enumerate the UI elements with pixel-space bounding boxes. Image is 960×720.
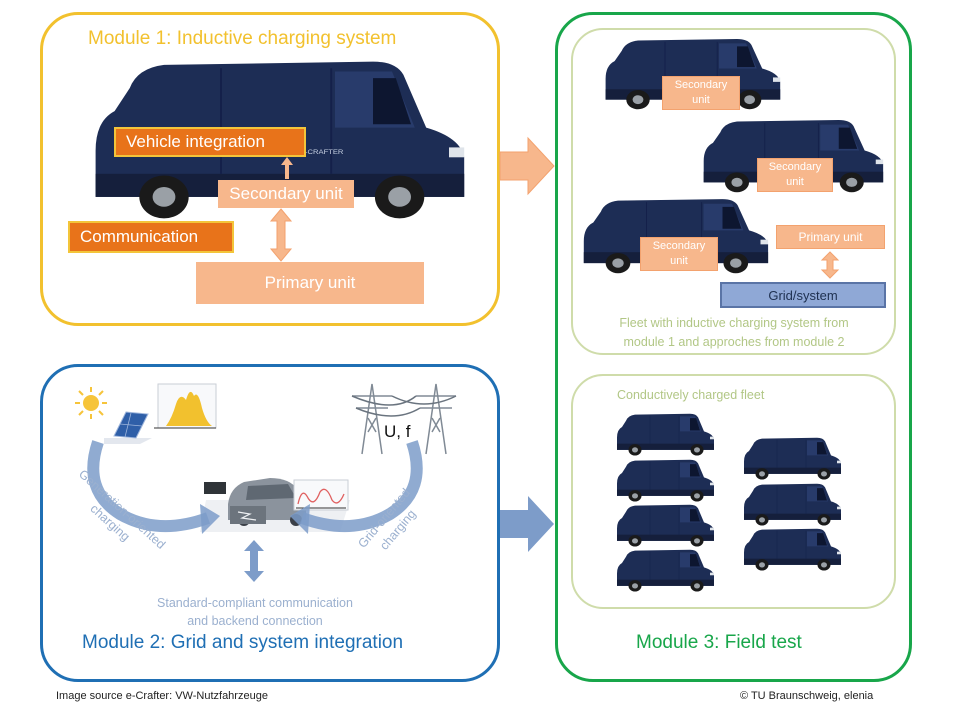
field-primary-unit-label: Primary unit — [776, 225, 885, 249]
backend-communication-arrow — [244, 540, 264, 582]
power-line-towers-icon — [351, 383, 457, 455]
conductive-van-5 — [743, 437, 842, 480]
fleet-van-1-secondary-unit: Secondary unit — [662, 76, 740, 110]
solar-panel-icon — [104, 411, 152, 444]
conductive-fleet-label: Conductively charged fleet — [617, 388, 765, 402]
secondary-line2: unit — [692, 94, 710, 106]
grid-system-label: Grid/system — [720, 282, 886, 308]
secondary-line1: Secondary — [652, 240, 706, 252]
communication-line1: Standard-compliant communication — [157, 596, 353, 610]
load-profile-chart-icon — [293, 479, 349, 511]
module2-title: Module 2: Grid and system integration — [82, 632, 404, 653]
secondary-line1: Secondary — [768, 161, 822, 173]
vehicle-integration-arrow — [281, 157, 293, 179]
conductive-van-6 — [743, 483, 842, 526]
module2-panel — [40, 364, 500, 682]
module1-title: Module 1: Inductive charging system — [88, 28, 397, 49]
fleet-note-line2: module 1 and approches from module 2 — [623, 335, 845, 349]
vehicle-integration-label: Vehicle integration — [114, 127, 306, 157]
generation-oriented-arrow — [87, 440, 220, 534]
module2-to-module3-arrow — [500, 496, 554, 552]
module1-van-image: e-CRAFTER — [94, 60, 466, 220]
module3-panel — [555, 12, 912, 682]
conductive-van-7 — [743, 528, 842, 571]
primary-secondary-arrow — [269, 208, 293, 262]
sun-icon — [75, 387, 107, 419]
generation-profile-chart-icon — [154, 383, 217, 429]
grid-voltage-frequency-label: U, f — [384, 422, 411, 441]
conductive-van-2 — [616, 459, 715, 502]
fleet-van-2-secondary-unit: Secondary unit — [757, 158, 833, 192]
conductive-van-3 — [616, 504, 715, 547]
copyright-text: © TU Braunschweig, elenia — [740, 690, 874, 702]
primary-unit-label: Primary unit — [196, 262, 424, 304]
inductive-fleet-box — [571, 28, 896, 355]
secondary-unit-label: Secondary unit — [218, 180, 354, 208]
conductive-fleet-box — [571, 374, 896, 609]
module1-panel — [40, 12, 500, 326]
fleet-van-3-secondary-unit: Secondary unit — [640, 237, 718, 271]
conductive-van-1 — [616, 413, 715, 456]
field-primary-grid-arrow — [820, 251, 840, 279]
module1-to-module3-arrow — [499, 136, 555, 196]
grid-oriented-arrow — [290, 440, 423, 534]
van-badge: e-CRAFTER — [301, 148, 344, 155]
module3-title: Module 3: Field test — [636, 632, 802, 653]
secondary-line2: unit — [670, 255, 688, 267]
communication-line2: and backend connection — [187, 614, 323, 628]
communication-label: Communication — [68, 221, 234, 253]
communication-backend-text: Standard-compliant communication and bac… — [120, 594, 390, 630]
conductive-van-4 — [616, 549, 715, 592]
secondary-line2: unit — [786, 176, 804, 188]
image-source-credit: Image source e-Crafter: VW-Nutzfahrzeuge — [56, 690, 268, 702]
fleet-note-line1: Fleet with inductive charging system fro… — [619, 316, 849, 330]
fleet-note: Fleet with inductive charging system fro… — [578, 314, 890, 352]
secondary-line1: Secondary — [674, 79, 728, 91]
